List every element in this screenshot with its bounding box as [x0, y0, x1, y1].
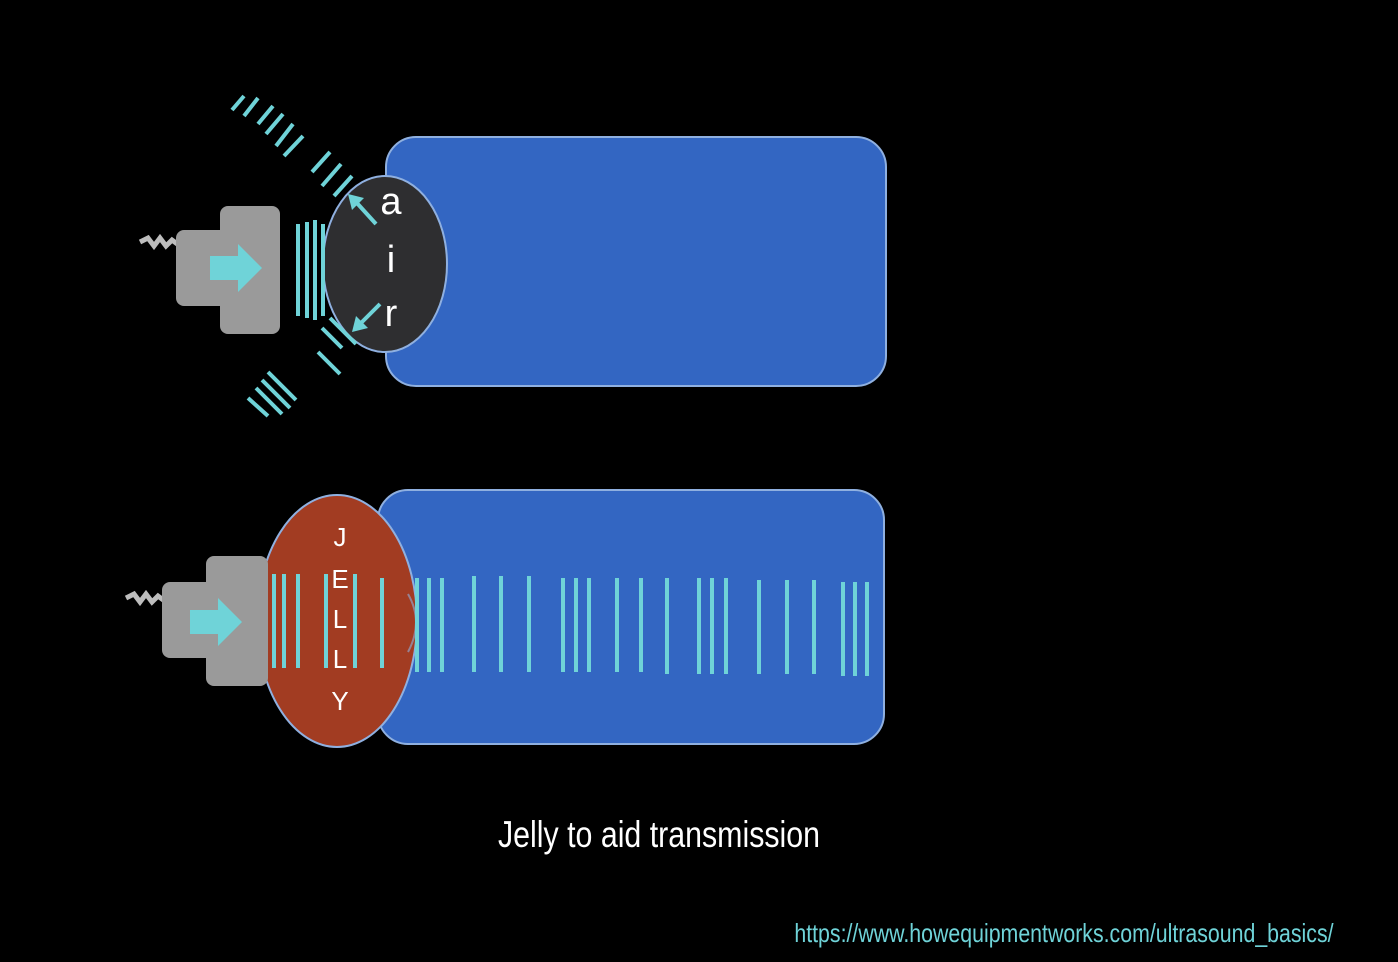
- transducer-probe-icon: [140, 206, 280, 334]
- jelly-letter: Y: [331, 686, 348, 716]
- air-letter: a: [380, 181, 402, 223]
- caption: Jelly to aid transmission: [119, 814, 1200, 856]
- cable-icon: [126, 594, 166, 602]
- transducer-probe-icon: [126, 556, 268, 686]
- top-panel: a i r: [140, 96, 886, 416]
- source-url[interactable]: https://www.howequipmentworks.com/ultras…: [795, 918, 1334, 949]
- air-letter: i: [387, 239, 395, 281]
- jelly-letter: L: [333, 604, 347, 634]
- top-emitted-waves: [298, 220, 323, 320]
- top-tissue-block: [386, 137, 886, 386]
- jelly-letter: E: [331, 564, 348, 594]
- reflected-waves-upper: [232, 96, 352, 196]
- jelly-letter: J: [334, 522, 347, 552]
- bottom-tissue-block: [378, 490, 884, 744]
- air-letter: r: [385, 293, 398, 335]
- jelly-label: J E L L Y: [331, 522, 348, 716]
- jelly-letter: L: [333, 644, 347, 674]
- cable-icon: [140, 238, 180, 246]
- bottom-panel: J E L L Y: [126, 490, 884, 747]
